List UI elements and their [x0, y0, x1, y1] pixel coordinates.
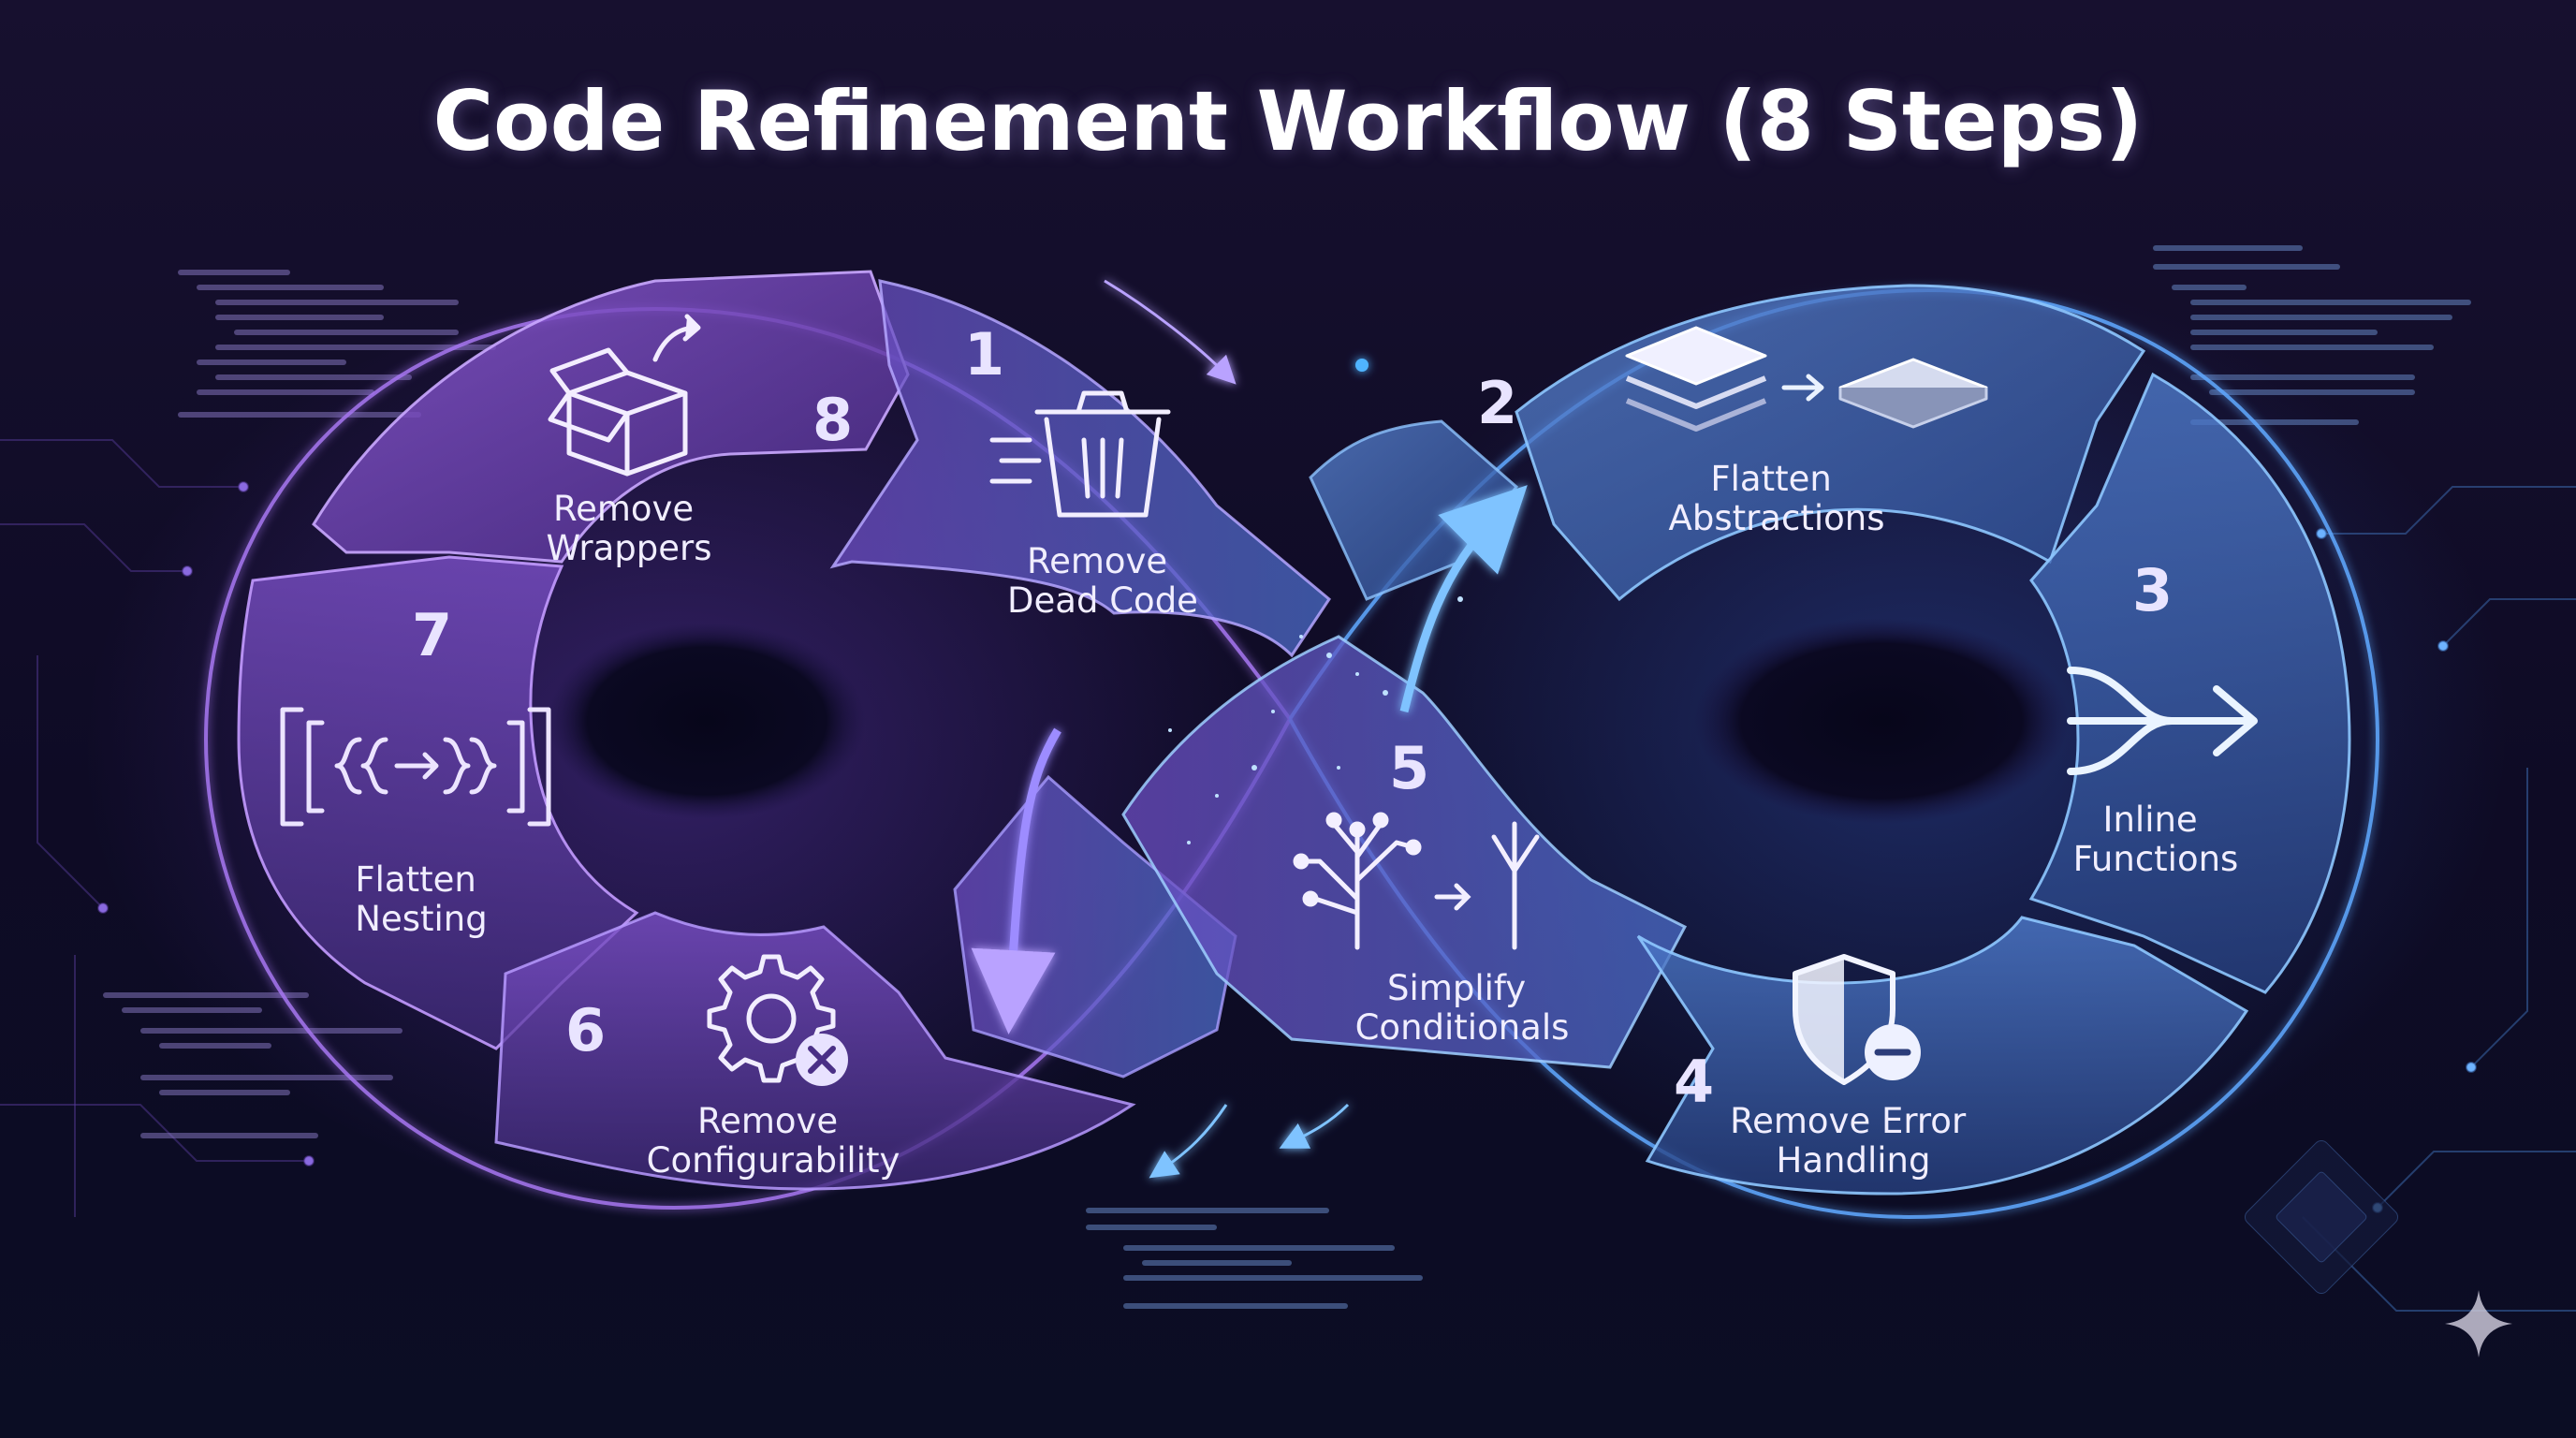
step-8-label-line2: Wrappers: [546, 528, 711, 568]
step-3-label: Inline Functions: [2073, 800, 2239, 879]
segment-1[interactable]: [829, 279, 1331, 658]
step-7-label-line1: Flatten: [355, 859, 476, 900]
page-title: Code Refinement Workflow (8 Steps): [432, 73, 2144, 169]
step-6-label-line1: Remove: [697, 1101, 838, 1141]
segment-8[interactable]: [312, 270, 910, 564]
step-5-number: 5: [1389, 734, 1429, 802]
step-1-label-line2: Dead Code: [1007, 580, 1198, 621]
step-5-label-line2: Conditionals: [1355, 1007, 1570, 1048]
step-6-number: 6: [565, 996, 606, 1064]
code-snippet-decoration-blue: [1086, 245, 2471, 1309]
step-2-label-line1: Flatten: [1710, 459, 1831, 499]
step-7-label-line2: Nesting: [355, 899, 487, 939]
step-8-number: 8: [812, 386, 853, 454]
step-2-label-line2: Abstractions: [1669, 498, 1885, 538]
shield-minus-icon: [1793, 954, 1921, 1085]
sparkle-icon: [2445, 1290, 2512, 1357]
step-4-label-line2: Handling: [1777, 1140, 1931, 1181]
step-3-number: 3: [2132, 556, 2173, 624]
flow-arrows: [971, 279, 1528, 1179]
chip-decoration: [2244, 1139, 2399, 1295]
step-6-label-line2: Configurability: [647, 1140, 900, 1181]
gear-remove-icon: [707, 954, 848, 1086]
step-2-label: Flatten Abstractions: [1669, 459, 1885, 538]
right-loop-center: [1694, 618, 2069, 824]
brackets-icon: [280, 707, 551, 827]
open-box-icon: [548, 314, 701, 477]
segment-3[interactable]: [2028, 372, 2351, 994]
step-7-label: Flatten Nesting: [355, 859, 487, 939]
segment-2[interactable]: [1515, 284, 2146, 602]
left-loop-center: [548, 623, 866, 819]
step-5-label-line1: Simplify: [1387, 968, 1526, 1008]
step-8-label: Remove Wrappers: [546, 489, 711, 568]
step-4-label: Remove Error Handling: [1730, 1101, 1977, 1181]
merge-arrow-icon: [2067, 667, 2258, 775]
step-6-label: Remove Configurability: [647, 1101, 900, 1181]
step-4-number: 4: [1674, 1048, 1714, 1116]
step-3-label-line2: Functions: [2073, 839, 2239, 879]
step-4-label-line1: Remove Error: [1730, 1101, 1967, 1141]
step-2-number: 2: [1477, 369, 1517, 437]
segment-5[interactable]: [1121, 635, 1688, 1069]
step-1-label-line1: Remove: [1027, 541, 1167, 581]
particle-dots: [1168, 596, 1463, 844]
step-1-number: 1: [964, 320, 1004, 389]
step-7-number: 7: [412, 601, 452, 669]
step-8-label-line1: Remove: [553, 489, 694, 529]
step-5-label: Simplify Conditionals: [1355, 968, 1570, 1048]
step-1-label: Remove Dead Code: [1007, 541, 1198, 621]
step-3-label-line1: Inline: [2103, 800, 2198, 840]
code-snippet-decoration: [103, 270, 496, 1138]
segment-connector-upper: [1309, 419, 1519, 601]
trash-icon: [989, 390, 1171, 518]
layers-icon: [1625, 326, 1988, 432]
tree-prune-icon: [1293, 812, 1540, 950]
